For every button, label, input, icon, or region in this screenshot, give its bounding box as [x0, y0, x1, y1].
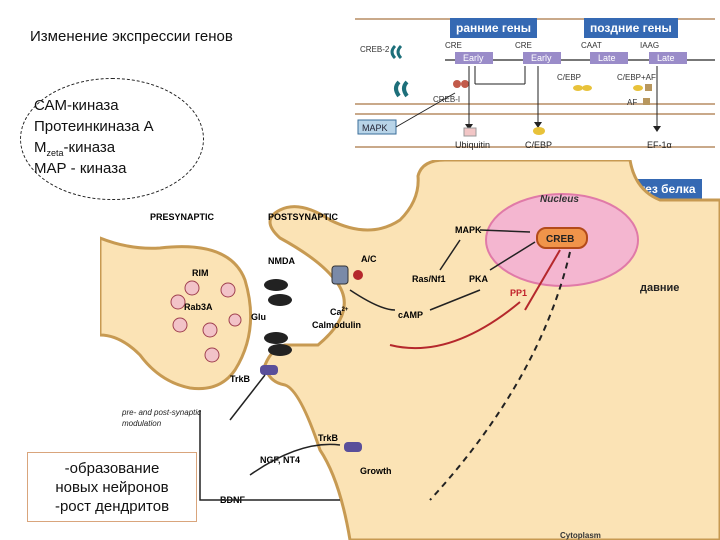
late-label-1: Late [598, 53, 616, 63]
vesicle [184, 280, 200, 296]
cytoplasm-label: Cytoplasm [560, 531, 601, 540]
cebp-icon [533, 127, 545, 135]
enzyme-cam-kinase: САМ-киназа [34, 97, 119, 114]
ubiquitin-icon [463, 127, 477, 137]
late-gene-box-1 [590, 52, 628, 64]
glu-label: Glu [251, 312, 266, 322]
trkb-label-2: TrkB [318, 433, 339, 443]
presynaptic-label: PRESYNAPTIC [150, 212, 215, 222]
creb-box [536, 227, 588, 249]
cebp-label: C/EBP [525, 140, 552, 150]
postsynaptic-label: POSTSYNAPTIC [268, 212, 339, 222]
synapse-diagram: Nucleus CREB PRESYNAPTIC POSTSYNAPTIC MA… [100, 160, 720, 540]
cre-label-2: CRE [515, 41, 532, 50]
outcome-box: -образование новых нейронов -рост дендри… [27, 452, 197, 522]
early-label-1: Early [463, 53, 484, 63]
pp1-label: PP1 [510, 288, 527, 298]
ca-label: Ca2+ [330, 307, 349, 317]
mapk-label: MAPK [455, 225, 482, 235]
modulation-label-1: pre- and post-synaptic [121, 408, 201, 417]
calmodulin-label: Calmodulin [312, 320, 361, 330]
late-label-2: Late [657, 53, 675, 63]
outcome-line-2: новых нейронов [55, 479, 169, 496]
rasnf1-label: Ras/Nf1 [412, 274, 446, 284]
presynaptic-terminal [100, 236, 253, 391]
partial-word: давние [640, 282, 680, 294]
creb1-label: CREB-I [433, 95, 460, 104]
enzyme-pka: Протеинкиназа А [34, 118, 154, 135]
growth-label: Growth [360, 466, 392, 476]
enzyme-map-kinase: МАР - киназа [34, 160, 127, 177]
cebp-small-label: C/EBP [557, 73, 581, 82]
iaag-label: IAAG [640, 41, 659, 50]
pka-label: PKA [469, 274, 489, 284]
dashed-pathway [429, 251, 571, 501]
af-label: AF [627, 98, 637, 107]
modulation-label-2: modulation [122, 419, 162, 428]
late-genes-tag: поздние гены [584, 18, 678, 38]
trkb-label-1: TrkB [230, 374, 251, 384]
ngf-label: NGF, NT4 [260, 455, 300, 465]
early-label-2: Early [531, 53, 552, 63]
nmda-label: NMDA [268, 256, 295, 266]
outcome-line-1: -образование [64, 460, 160, 477]
mapk-label-top: MAPK [362, 123, 388, 133]
nmda-receptor [264, 279, 288, 291]
camp-label: cAMP [398, 310, 423, 320]
outcome-line-3: -рост дендритов [54, 498, 170, 515]
late-gene-box-2 [649, 52, 687, 64]
early-gene-box-1 [455, 52, 493, 64]
cebp-af-label: C/EBP+AF [617, 73, 656, 82]
early-genes-tag: ранние гены [450, 18, 538, 38]
rab3a-label: Rab3A [184, 302, 213, 312]
creb1-icon [453, 80, 461, 88]
slide-title: Изменение экспрессии генов [30, 28, 233, 45]
pp1-arrow [389, 301, 521, 350]
enzymes-ellipse [20, 78, 204, 200]
nucleus-label: Nucleus [540, 194, 579, 205]
creb-icon [394, 80, 401, 98]
creb2-label: CREB-2 [360, 45, 390, 54]
trkb-receptor [260, 365, 278, 375]
caat-label: CAAT [581, 41, 602, 50]
creb-label: CREB [546, 234, 574, 245]
ef1a-label: EF-1α [647, 140, 672, 150]
early-gene-box-2 [523, 52, 561, 64]
rim-label: RIM [192, 268, 209, 278]
ac-channel [331, 265, 349, 285]
ac-label: A/C [361, 254, 377, 264]
creb2-icon [390, 44, 397, 60]
cre-label-1: CRE [445, 41, 462, 50]
enzyme-mzeta: Мzeta-киназа [34, 139, 116, 158]
gene-expression-panel: Early Early Late Late CRE CRE CAAT IAAG … [355, 18, 715, 154]
ubiquitin-label: Ubiquitin [455, 140, 490, 150]
